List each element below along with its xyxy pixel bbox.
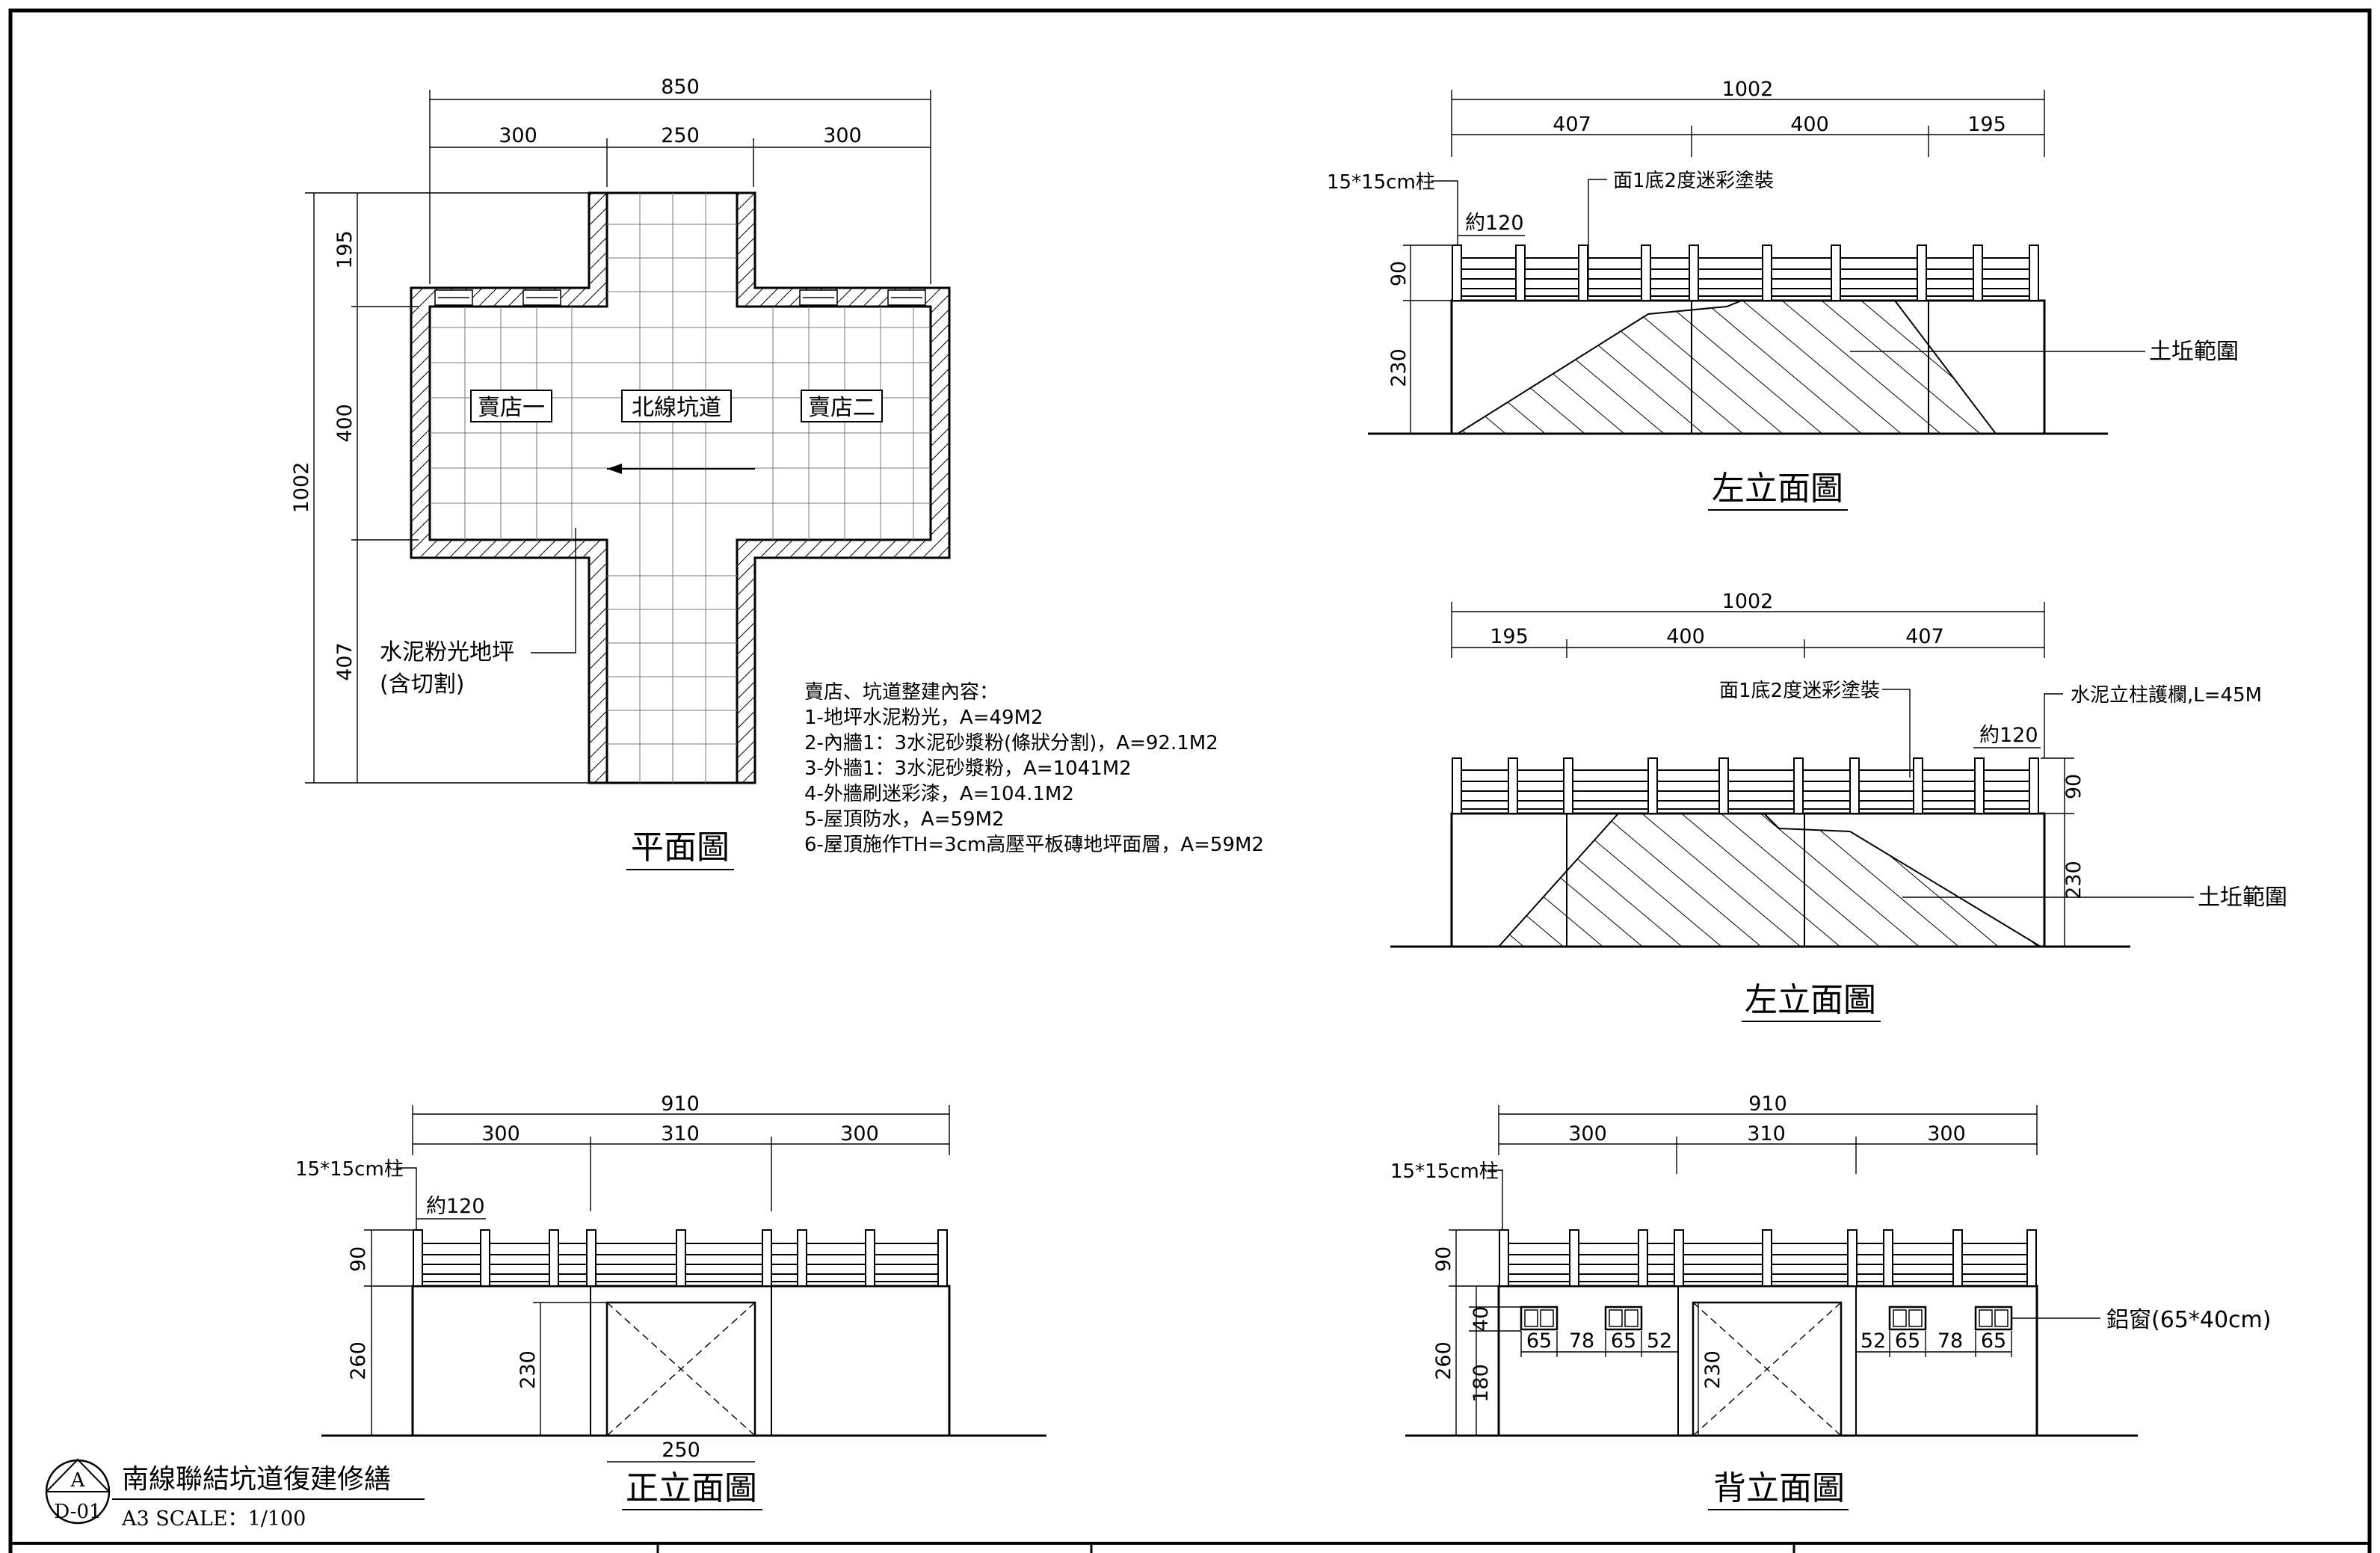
- be-win-dim-l2: 78: [1569, 1329, 1594, 1353]
- le2-h-rail: 90: [2062, 774, 2085, 799]
- fe-h-wall: 260: [347, 1341, 370, 1380]
- plan-dim-h-1: 195: [333, 230, 357, 269]
- le1-dim-1: 407: [1553, 113, 1591, 136]
- be-h-wall: 260: [1432, 1341, 1455, 1380]
- le2-soil-note: 土坵範圍: [2198, 885, 2287, 911]
- le2-railing: [1452, 757, 2039, 814]
- scale-text: A3 SCALE：1/100: [121, 1507, 306, 1531]
- le2-paint-note: 面1底2度迷彩塗裝: [1719, 680, 1880, 702]
- left-elevation-1: 1002 407 400 195: [1327, 78, 2239, 511]
- be-dim-total: 910: [1748, 1092, 1787, 1116]
- le2-dim-3: 407: [1905, 625, 1944, 648]
- plan-dim-w-3: 300: [823, 124, 862, 147]
- le2-title: 左立面圖: [1745, 981, 1876, 1019]
- spec-item-4: 4-外牆刷迷彩漆，A=104.1M2: [804, 783, 1074, 805]
- plan-dim-total-h: 1002: [290, 462, 313, 514]
- plan-dim-h-3: 407: [333, 642, 357, 681]
- be-win-dim-r4: 65: [1981, 1329, 2006, 1353]
- le1-post-note: 15*15cm柱: [1327, 171, 1435, 194]
- le1-railing: [1452, 245, 2039, 301]
- plan-dim-h-2: 400: [333, 404, 357, 443]
- le1-dim-2: 400: [1790, 113, 1829, 136]
- be-h-door: 230: [1701, 1350, 1724, 1389]
- fe-dim-total: 910: [661, 1092, 700, 1116]
- fe-h-rail: 90: [347, 1246, 370, 1272]
- sheet-frame: [8, 8, 2372, 1553]
- fe-h-door: 230: [517, 1350, 540, 1389]
- plan-dim-total-w: 850: [661, 76, 700, 99]
- le1-title: 左立面圖: [1712, 470, 1843, 508]
- spec-item-3: 3-外牆1：3水泥砂漿粉，A=1041M2: [804, 757, 1132, 780]
- le1-paint-note: 面1底2度迷彩塗裝: [1613, 170, 1774, 192]
- back-elevation: 910 300 310 300 65: [1390, 1092, 2271, 1510]
- le1-spacing: 約120: [1465, 212, 1524, 235]
- fe-railing: [413, 1229, 948, 1287]
- spec-item-1: 1-地坪水泥粉光，A=49M2: [804, 707, 1043, 729]
- be-win-dim-r3: 78: [1937, 1329, 1963, 1353]
- le2-dim-2: 400: [1666, 625, 1705, 648]
- plan-dim-w-1: 300: [499, 124, 537, 147]
- le1-h-rail: 90: [1387, 261, 1411, 286]
- be-win-dim-l3: 65: [1611, 1329, 1636, 1353]
- be-win-dim-r2: 65: [1895, 1329, 1920, 1353]
- le1-h-wall: 230: [1387, 348, 1411, 387]
- fe-dim-3: 300: [840, 1122, 879, 1145]
- be-railing: [1499, 1229, 2037, 1287]
- fe-dim-1: 300: [481, 1122, 520, 1145]
- fe-w-door: 250: [662, 1439, 700, 1462]
- front-elevation: 910 300 310 300: [295, 1092, 1046, 1510]
- sheet-number: D-01: [54, 1501, 101, 1523]
- be-window-note: 鋁窗(65*40cm): [2106, 1307, 2271, 1333]
- spec-item-2: 2-內牆1：3水泥砂漿粉(條狀分割)，A=92.1M2: [804, 732, 1218, 754]
- be-h-rail: 90: [1432, 1246, 1455, 1272]
- room-label-tunnel: 北線坑道: [632, 395, 721, 421]
- room-label-shop-1: 賣店一: [478, 395, 545, 421]
- plan-floor-inner: [428, 191, 932, 784]
- fe-dim-2: 310: [661, 1122, 700, 1145]
- be-win-dim-l1: 65: [1526, 1329, 1552, 1353]
- be-windows: [1520, 1306, 2013, 1331]
- plan-floor-note-1: 水泥粉光地坪: [380, 639, 514, 665]
- be-dim-2: 310: [1747, 1122, 1786, 1145]
- be-h-win: 40: [1470, 1306, 1493, 1332]
- be-dim-3: 300: [1927, 1122, 1966, 1145]
- be-post-note: 15*15cm柱: [1390, 1160, 1499, 1183]
- le2-rail-note: 水泥立柱護欄,L=45M: [2071, 684, 2262, 707]
- le2-dim-1: 195: [1490, 625, 1529, 648]
- plan-title: 平面圖: [631, 828, 730, 867]
- le1-soil-note: 土坵範圍: [2149, 339, 2239, 365]
- plan-floor-note-2: (含切割): [380, 671, 464, 698]
- le1-dim-3: 195: [1967, 113, 2006, 136]
- spec-heading: 賣店、坑道整建內容：: [804, 681, 999, 704]
- drawing-mark-letter: A: [70, 1469, 86, 1492]
- project-title: 南線聯結坑道復建修繕: [122, 1464, 391, 1495]
- plan-view: 850 300 250 300 1002 195 400 407: [290, 76, 951, 870]
- be-win-dim-r1: 52: [1860, 1329, 1886, 1353]
- spec-notes: 賣店、坑道整建內容： 1-地坪水泥粉光，A=49M2 2-內牆1：3水泥砂漿粉(…: [804, 681, 1264, 856]
- fe-post-note: 15*15cm柱: [295, 1158, 404, 1181]
- le2-spacing: 約120: [1979, 724, 2038, 747]
- le1-dim-total: 1002: [1722, 78, 1774, 101]
- be-title: 背立面圖: [1713, 1469, 1845, 1507]
- room-label-shop-2: 賣店二: [808, 395, 875, 421]
- be-dim-1: 300: [1568, 1122, 1607, 1145]
- be-win-dim-l4: 52: [1647, 1329, 1672, 1353]
- fe-spacing: 約120: [426, 1195, 485, 1218]
- spec-item-6: 6-屋頂施作TH=3cm高壓平板磚地坪面層，A=59M2: [804, 834, 1264, 856]
- be-h-sill: 180: [1470, 1364, 1493, 1403]
- le2-h-wall: 230: [2062, 861, 2085, 899]
- le2-dim-total: 1002: [1722, 590, 1774, 613]
- fe-title: 正立面圖: [626, 1469, 757, 1507]
- title-block: A D-01 南線聯結坑道復建修繕 A3 SCALE：1/100: [45, 1458, 425, 1531]
- spec-item-5: 5-屋頂防水，A=59M2: [804, 808, 1005, 831]
- plan-dim-w-2: 250: [661, 124, 700, 147]
- left-elevation-2: 1002 195 400 407 90 230: [1390, 590, 2287, 1022]
